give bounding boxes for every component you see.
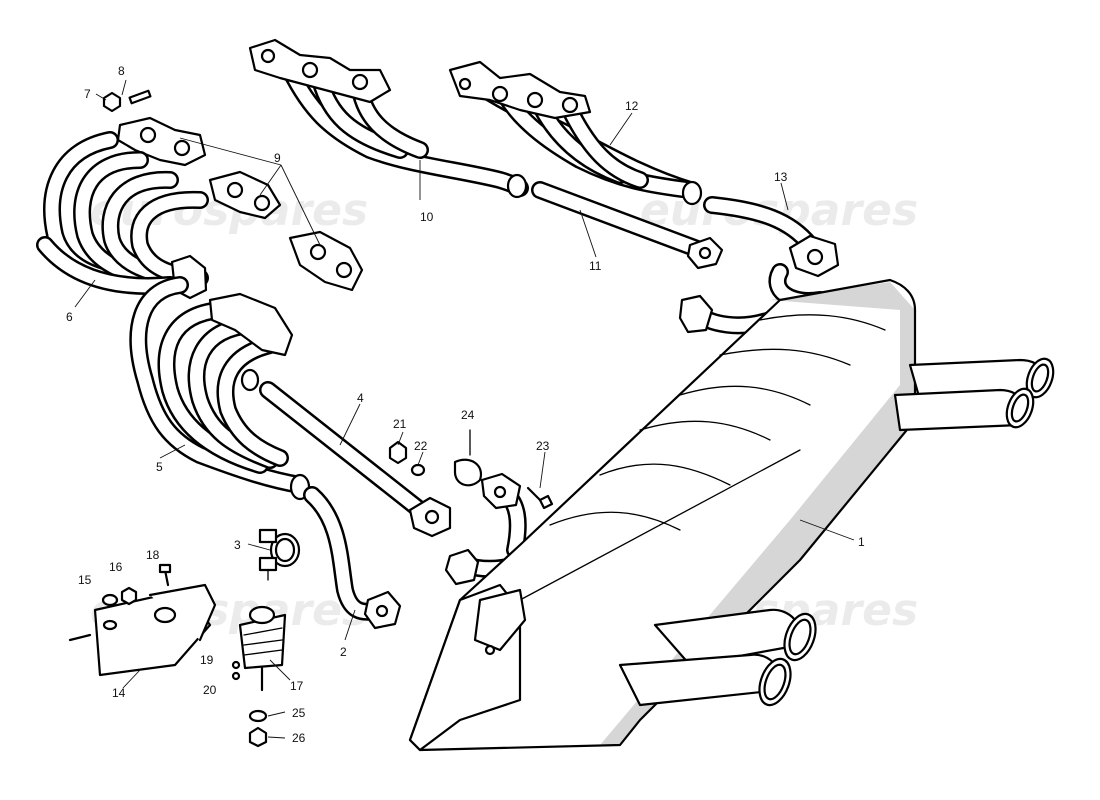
- callout-15: 15: [78, 573, 92, 587]
- callout-25: 25: [292, 706, 306, 720]
- hardware-15-16-18: [101, 563, 172, 607]
- pipe-11: [531, 181, 724, 270]
- callout-22: 22: [414, 439, 428, 453]
- callout-16: 16: [109, 560, 123, 574]
- small-hardware-21-24: [388, 429, 554, 510]
- callout-23: 23: [536, 439, 550, 453]
- gaskets-9: [116, 116, 364, 292]
- callout-3: 3: [234, 538, 241, 552]
- callout-12: 12: [625, 99, 639, 113]
- callout-26: 26: [292, 731, 306, 745]
- manifold-10: [248, 38, 529, 199]
- callout-13: 13: [774, 170, 788, 184]
- leader-lines: [74, 79, 855, 739]
- nut-stud-7-8: [102, 89, 152, 113]
- pipe-2: [303, 486, 402, 630]
- callout-17: 17: [290, 679, 304, 693]
- callout-21: 21: [393, 417, 407, 431]
- callout-18: 18: [146, 548, 160, 562]
- callout-2: 2: [340, 645, 347, 659]
- callout-8: 8: [118, 64, 125, 78]
- manifold-5: [129, 276, 311, 501]
- callout-14: 14: [112, 686, 126, 700]
- callout-11: 11: [589, 259, 602, 273]
- callout-4: 4: [357, 391, 364, 405]
- muffler-1: [408, 278, 917, 752]
- tailpipes-lower: [618, 608, 817, 707]
- pipe-4: [259, 381, 452, 538]
- callout-5: 5: [156, 460, 163, 474]
- manifold-12: [448, 60, 703, 206]
- bracket-14: [68, 583, 217, 677]
- callout-9: 9: [274, 151, 281, 165]
- callout-6: 6: [66, 310, 73, 324]
- callout-19: 19: [200, 653, 214, 667]
- callout-7: 7: [84, 87, 91, 101]
- pipe-13: [703, 196, 840, 310]
- manifold-6: [36, 131, 209, 300]
- callout-24: 24: [461, 408, 475, 422]
- tailpipes-upper: [893, 357, 1055, 432]
- callout-labels: 1 2 3 4 5 6 7 8 9 10 11 12 13 14 15 16 1…: [66, 64, 865, 745]
- rubber-mount-17: [231, 605, 287, 748]
- callout-10: 10: [420, 210, 434, 224]
- clamp-3: [258, 528, 301, 581]
- callout-1: 1: [858, 535, 865, 549]
- callout-20: 20: [203, 683, 217, 697]
